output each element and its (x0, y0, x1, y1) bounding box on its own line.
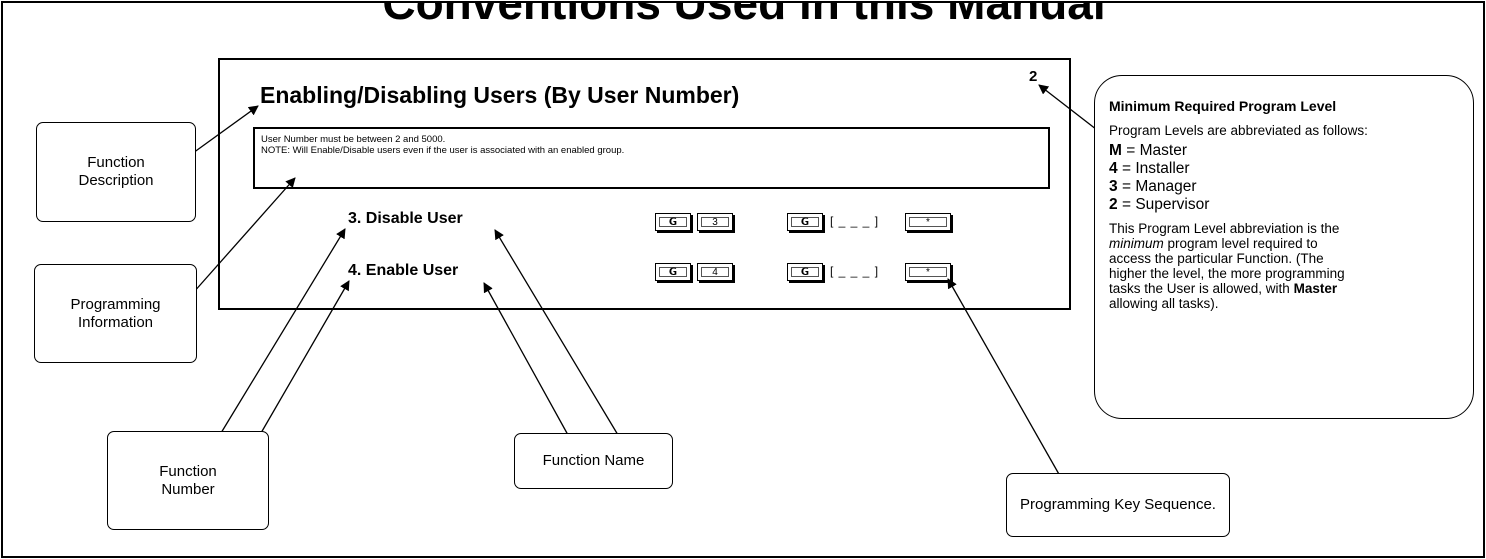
legend-level-master: M = Master (1109, 142, 1187, 159)
program-level-digit: 2 (1029, 68, 1038, 85)
digit-key: 3 (697, 213, 733, 231)
program-level-legend: Minimum Required Program Level Program L… (1094, 75, 1474, 419)
function-description-heading: Enabling/Disabling Users (By User Number… (260, 82, 740, 108)
program-key-icon: 𝗚 (787, 263, 823, 281)
info-line: User Number must be between 2 and 5000. (261, 134, 446, 145)
star-key: * (905, 213, 951, 231)
user-number-entry-placeholder: [ _ _ _ ] (830, 264, 880, 278)
page-title: Conventions Used in this Manual (382, 1, 1106, 29)
info-line: NOTE: Will Enable/Disable users even if … (261, 145, 625, 156)
program-key-icon: 𝗚 (655, 263, 691, 281)
example-function-box: Enabling/Disabling Users (By User Number… (218, 58, 1071, 310)
function-3-label: 3. Disable User (348, 210, 463, 227)
function-name-callout: Function Name (514, 433, 673, 489)
program-key-icon: 𝗚 (787, 213, 823, 231)
legend-intro: Program Levels are abbreviated as follow… (1109, 123, 1368, 138)
function-4-label: 4. Enable User (348, 262, 459, 279)
digit-key: 4 (697, 263, 733, 281)
legend-level-manager: 3 = Manager (1109, 178, 1197, 195)
legend-level-installer: 4 = Installer (1109, 160, 1190, 177)
legend-explanation: This Program Level abbreviation is the m… (1109, 221, 1345, 311)
star-key: * (905, 263, 951, 281)
user-number-entry-placeholder: [ _ _ _ ] (830, 214, 880, 228)
programming-key-sequence-callout: Programming Key Sequence. (1006, 473, 1230, 537)
legend-heading: Minimum Required Program Level (1109, 98, 1337, 114)
programming-information-box: User Number must be between 2 and 5000. … (253, 127, 1050, 189)
program-key-icon: 𝗚 (655, 213, 691, 231)
legend-level-supervisor: 2 = Supervisor (1109, 196, 1210, 213)
